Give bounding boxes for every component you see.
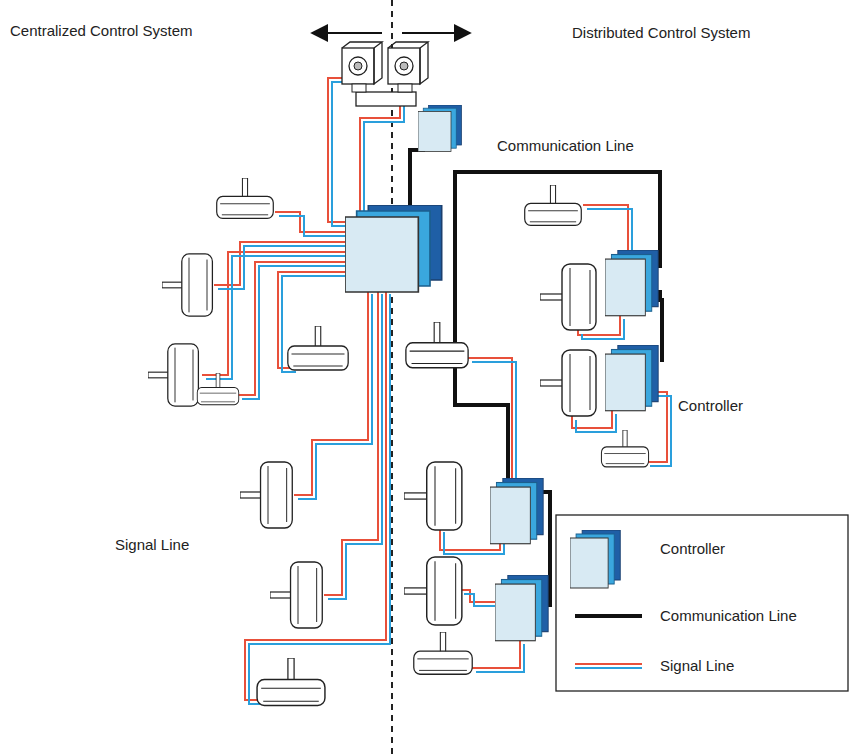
legend-line-sample: [575, 663, 642, 665]
legend-line-sample: [575, 614, 642, 618]
legend-text: Communication Line: [660, 607, 797, 625]
central-controller: [345, 205, 442, 292]
controller-icon: [490, 478, 543, 544]
legend-line-sample: [575, 667, 642, 669]
legend-text: Controller: [660, 540, 725, 558]
label-text: Centralized Control System: [10, 22, 193, 40]
controller-icon: [605, 345, 658, 411]
label-text: Signal Line: [115, 536, 189, 554]
label-text: Controller: [678, 397, 743, 415]
motor: [148, 178, 348, 706]
controller-icon: [418, 105, 462, 151]
divider-line: [391, 0, 393, 754]
label-text: Distributed Control System: [572, 24, 750, 42]
label-text: Communication Line: [497, 137, 634, 155]
direction-arrow: [312, 32, 382, 34]
legend-controller-sample: [570, 530, 620, 588]
controller-icon: [605, 250, 658, 316]
legend-box: [556, 515, 848, 691]
controller-icon: [495, 575, 548, 641]
direction-arrow: [402, 32, 470, 34]
camera: [342, 42, 428, 106]
legend-text: Signal Line: [660, 657, 734, 675]
